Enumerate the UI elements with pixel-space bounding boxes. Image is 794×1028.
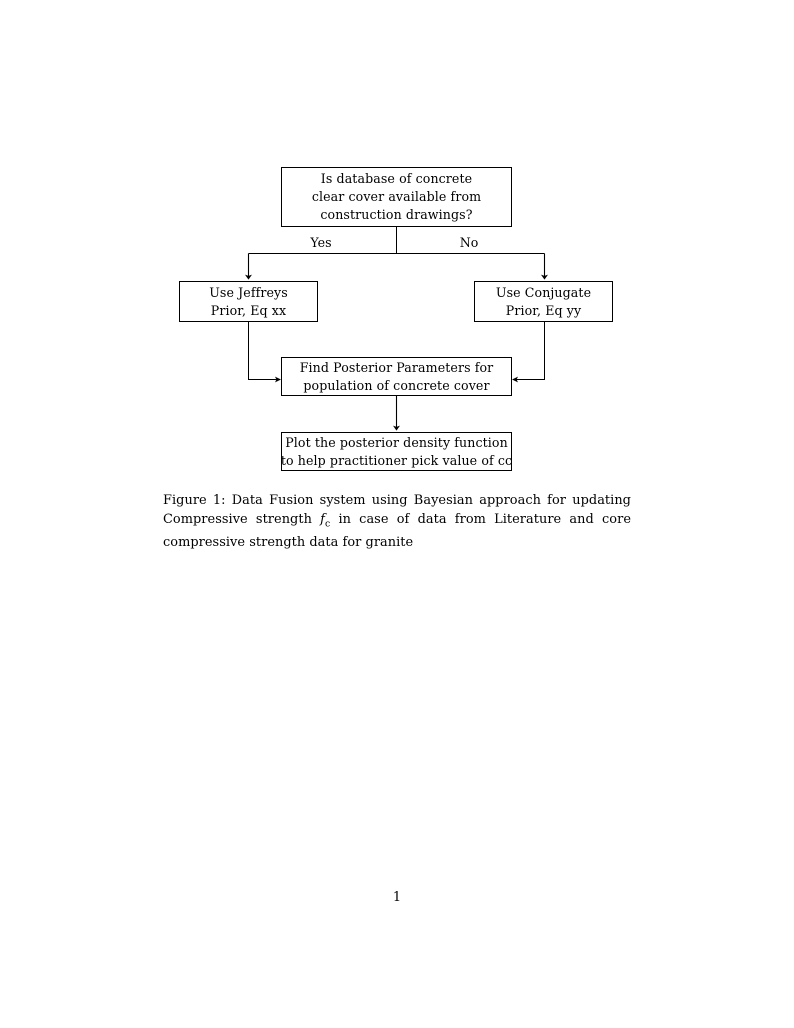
conjugate-prior-node-line-2: Prior, Eq yy — [505, 302, 582, 318]
math-base: f — [320, 511, 325, 527]
posterior-parameters-node: Find Posterior Parameters for population… — [281, 357, 512, 396]
figure-caption-math-symbol: fc — [320, 511, 331, 530]
jeffreys-prior-node-line-2: Prior, Eq xx — [210, 302, 287, 318]
conjugate-prior-node-line-1: Use Conjugate — [495, 284, 592, 300]
arrowhead-into-posterior-right — [512, 376, 518, 383]
plot-density-node-line-1: Plot the posterior density function — [285, 434, 508, 450]
decision-node-line-3: construction drawings? — [320, 207, 473, 222]
decision-node: Is database of concrete clear cover avai… — [281, 167, 512, 227]
figure-caption-text-after: in case of data from Literature and core… — [163, 511, 631, 550]
figure-caption-label: Figure 1: — [163, 493, 226, 508]
figure-caption: Figure 1: Data Fusion system using Bayes… — [163, 492, 631, 552]
plot-density-node: Plot the posterior density function to h… — [281, 432, 512, 471]
edge-conjugate-to-posterior-path — [516, 322, 546, 381]
page-number: 1 — [392, 890, 402, 905]
jeffreys-prior-node-line-1: Use Jeffreys — [209, 284, 288, 300]
arrowhead-into-posterior-left — [275, 376, 281, 383]
figure-caption-text-before: Data Fusion system using Bayesian approa… — [163, 493, 631, 527]
posterior-parameters-node-line-1: Find Posterior Parameters for — [299, 359, 494, 375]
edge-jeffreys-to-posterior-path — [247, 322, 277, 381]
plot-density-node-line-2: to help practitioner pick value of cc — [280, 452, 513, 468]
posterior-parameters-node-line-2: population of concrete cover — [303, 377, 490, 393]
decision-node-line-1: Is database of concrete — [320, 171, 473, 186]
edge-label-yes: Yes — [310, 235, 332, 250]
edge-label-no: No — [459, 235, 479, 250]
flowchart-connectors — [244, 227, 549, 431]
decision-node-line-2: clear cover available from — [311, 189, 482, 204]
math-subscript: c — [324, 518, 331, 530]
flowchart-figure: Is database of concrete clear cover avai… — [0, 0, 794, 490]
conjugate-prior-node: Use Conjugate Prior, Eq yy — [474, 281, 613, 322]
jeffreys-prior-node: Use Jeffreys Prior, Eq xx — [179, 281, 318, 322]
